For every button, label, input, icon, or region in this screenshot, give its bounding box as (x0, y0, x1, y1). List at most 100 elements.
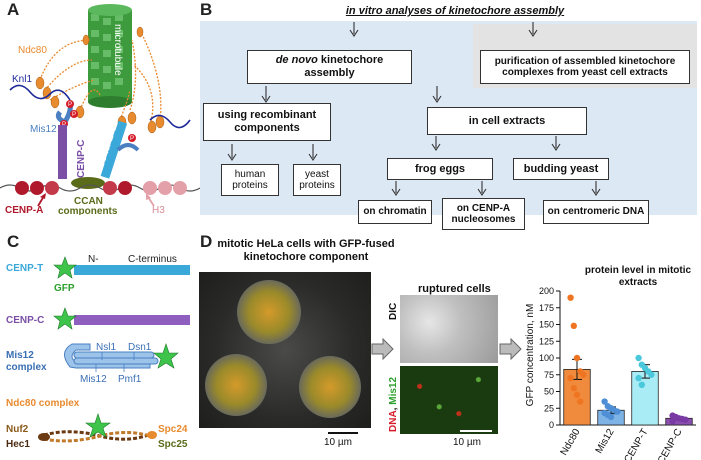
point-cenp-t-5 (635, 374, 642, 382)
x-tick-label-ndc80: Ndc80 (559, 427, 583, 458)
panel-b-title: in vitro analyses of kinetochore assembl… (330, 5, 580, 17)
ruptured-title: ruptured cells (418, 283, 491, 295)
c-c-term-label: C-terminus (128, 254, 177, 265)
point-ndc80-1 (570, 322, 577, 330)
c-cenp-c-label: CENP-C (6, 315, 44, 326)
ccan-label: CCAN (74, 196, 103, 207)
fluor-dna-label: DNA (388, 410, 399, 432)
c-nsl1-label: Nsl1 (96, 342, 116, 353)
human-proteins-text: human proteins (232, 168, 268, 192)
arrow-to-chart (499, 338, 522, 360)
bar-cenp-t (631, 371, 659, 426)
ndc80-label-a: Ndc80 (18, 45, 47, 56)
knl1-label: Knl1 (12, 74, 32, 85)
chart-title: protein level in mitotic extracts (584, 265, 692, 288)
h3-label: H3 (152, 205, 165, 215)
hela-cell-1 (237, 280, 301, 344)
chart-ylabel: GFP concentration, nM (525, 304, 536, 407)
point-mis12-4 (614, 408, 621, 415)
y-tick-label-7: 175 (539, 303, 554, 313)
frog-eggs-text: frog eggs (414, 162, 466, 175)
point-ndc80-8 (577, 398, 584, 405)
x-tick-label-cenp-c: CENP-C (656, 427, 685, 460)
point-ndc80-0 (567, 294, 574, 301)
y-tick-label-8: 200 (539, 286, 554, 296)
recombinant-box: using recombinant components (203, 103, 331, 141)
c-nuf2-label: Nuf2 (6, 424, 29, 435)
phospho-p-1: P (68, 102, 72, 108)
c-spc25-label: Spc25 (158, 439, 188, 450)
y-tick-label-0: 0 (549, 420, 554, 430)
c-gfp-label: GFP (54, 283, 75, 294)
frog-eggs-box: frog eggs (387, 158, 493, 180)
panel-label-a: A (7, 0, 20, 19)
cell-extracts-box: in cell extracts (427, 107, 587, 135)
purification-text: purification of assembled kinetochore co… (494, 55, 676, 79)
y-tick-label-5: 125 (539, 336, 554, 346)
point-ndc80-7 (573, 391, 581, 399)
de-novo-assembly-box: de novo kinetochore assembly (247, 50, 412, 84)
protein-level-chart: GFP concentration, nM 025507510012515017… (525, 286, 696, 460)
panel-c-diagram: CENP-T N- C-terminus GFP CENP-C Mis12 co… (6, 254, 190, 450)
c-mis12-complex-label-2: complex (6, 362, 47, 373)
hela-image (199, 272, 371, 428)
arrow-to-ruptured (371, 338, 394, 360)
dic-image (400, 295, 498, 363)
point-cenp-c-4 (682, 416, 689, 423)
human-proteins-box: human proteins (221, 164, 279, 196)
c-mis12-complex-label-1: Mis12 (6, 350, 34, 361)
c-gfp-star-3 (153, 343, 179, 369)
phospho-p-2: P (72, 112, 76, 118)
on-centromeric-dna-box: on centromeric DNA (543, 200, 649, 224)
on-chromatin-box: on chromatin (358, 200, 432, 224)
yeast-proteins-box: yeast proteins (293, 164, 341, 196)
fluor-image (400, 366, 498, 434)
point-cenp-t-6 (638, 381, 645, 388)
c-ndc80-complex-label: Ndc80 complex (6, 398, 80, 409)
hela-cell-2 (205, 354, 267, 416)
scale-bar-2 (460, 430, 492, 432)
point-cenp-c-5 (669, 417, 676, 425)
c-cenp-t-label: CENP-T (6, 263, 43, 274)
de-novo-em: de novo (275, 54, 318, 67)
x-tick-label-mis12: Mis12 (594, 427, 617, 456)
panel-label-b: B (200, 0, 213, 19)
point-mis12-7 (607, 413, 615, 421)
c-mis12-label: Mis12 (80, 374, 107, 385)
c-n-term-label: N- (88, 254, 99, 265)
fluor-label: DNA, Mis12 (388, 377, 399, 432)
panel-label-d: D (200, 232, 213, 251)
ccan-components-label: components (58, 206, 118, 215)
budding-yeast-box: budding yeast (513, 158, 609, 180)
hela-title: mitotic HeLa cells with GFP-fused kineto… (217, 238, 395, 264)
y-tick-label-3: 75 (544, 370, 554, 380)
microtubule-label: microtubule (112, 24, 123, 76)
microtubule-shape (88, 4, 132, 108)
on-cenpa-nucleosomes-text: on CENP-A nucleosomes (451, 202, 516, 226)
fluor-comma: , (388, 404, 399, 411)
c-gfp-star-1 (53, 256, 77, 279)
y-tick-label-2: 50 (544, 387, 554, 397)
panel-label-c: C (7, 232, 20, 251)
fluor-mis12-label: Mis12 (388, 376, 399, 405)
mis12-label-a: Mis12 (30, 124, 57, 135)
point-cenp-t-0 (635, 354, 642, 362)
point-cenp-t-4 (648, 371, 655, 378)
on-cenpa-nucleosomes-box: on CENP-A nucleosomes (442, 198, 525, 230)
c-gfp-star-2 (53, 307, 77, 330)
x-tick-label-cenp-t: CENP-T (622, 427, 650, 460)
budding-yeast-text: budding yeast (523, 162, 599, 175)
c-gfp-star-4 (85, 413, 111, 438)
y-tick-label-6: 150 (539, 320, 554, 330)
dic-label: DIC (388, 302, 399, 320)
point-mis12-0 (601, 398, 608, 405)
scale-bar-1-label: 10 µm (324, 437, 352, 448)
cenp-c-label-a: CENP-C (76, 140, 87, 178)
point-ndc80-5 (567, 374, 574, 382)
scale-bar-2-label: 10 µm (453, 437, 481, 448)
scale-bar-1 (328, 432, 358, 434)
cell-extracts-text: in cell extracts (468, 114, 546, 127)
yeast-proteins-text: yeast proteins (299, 168, 335, 192)
recombinant-text: using recombinant components (217, 109, 317, 134)
c-hec1-label: Hec1 (6, 439, 30, 450)
